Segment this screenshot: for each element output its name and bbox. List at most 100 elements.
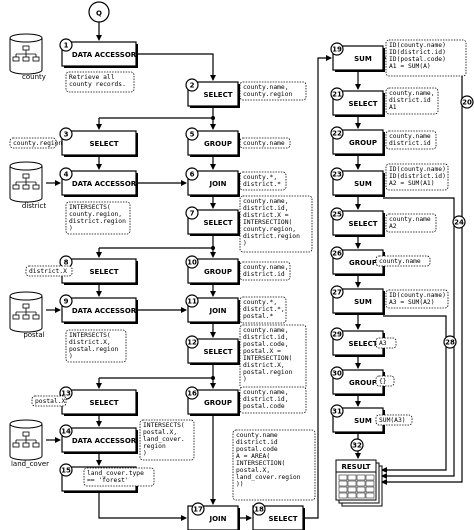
annotation-line: postal.* (243, 313, 274, 320)
svg-text:27: 27 (332, 289, 342, 297)
svg-text:23: 23 (332, 171, 342, 179)
annotation-line: district.*, (243, 306, 285, 313)
annotation-line: district.X, (69, 339, 111, 346)
db-district-label: district (22, 202, 46, 210)
svg-text:31: 31 (332, 408, 342, 416)
step-number-9: 9 (59, 294, 73, 308)
annotation-line: land_cover.type (87, 470, 144, 477)
db-postal-icon (9, 291, 43, 333)
step-number-24: 24 (452, 215, 466, 229)
annotation-n30: {} (375, 375, 395, 387)
step-number-1: 1 (59, 38, 73, 52)
node-22-group: GROUP (332, 129, 385, 156)
node-16-label: GROUP (204, 399, 232, 407)
node-7-label: SELECT (204, 219, 233, 227)
svg-text:4: 4 (64, 171, 69, 179)
step-number-3: 3 (59, 127, 73, 141)
svg-text:18: 18 (254, 506, 264, 514)
node-29-label: SELECT (349, 340, 378, 348)
flow-edge (98, 491, 187, 521)
result-table-icon: RESULT (335, 459, 383, 507)
annotation-line: district.id, (243, 205, 289, 212)
annotation-n9: INTERSECTS( district.X, postal.region ) (65, 329, 127, 363)
start-symbol: Q (96, 10, 102, 18)
node-18-label: SELECT (269, 515, 298, 523)
svg-text:9: 9 (64, 298, 69, 306)
annotation-n31: SUM(A3) (375, 414, 413, 426)
annotation-line: county.*, (243, 299, 277, 306)
step-number-29: 29 (330, 327, 344, 341)
annotation-line: county.*, (243, 174, 277, 181)
node-23-sum: SUM (332, 170, 385, 197)
node-31-label: SUM (354, 417, 372, 425)
node-7-select: SELECT (187, 209, 240, 236)
edge-28 (381, 315, 447, 473)
annotation-line: INTERSECTION( (243, 355, 292, 362)
annotation-n16: county.name,district.id,postal.code (239, 386, 307, 414)
annotation-line: postal.code (236, 446, 278, 453)
annotation-line: postal.region (243, 369, 292, 376)
annotation-line: district.id (243, 271, 285, 278)
svg-text:24: 24 (454, 219, 464, 227)
annotation-n7: county.name,district.id,district.X = INT… (239, 195, 313, 253)
annotation-n6: county.*,district.* (239, 171, 287, 191)
node-30-label: GROUP (349, 379, 377, 387)
node-13-select: SELECT (61, 389, 138, 416)
step-number-12: 12 (185, 335, 199, 349)
step-number-5: 5 (185, 127, 199, 141)
annotation-n2: county.name,county.region (239, 81, 307, 101)
annotation-n4: INTERSECTS( county.region, district.regi… (65, 201, 131, 235)
annotation-line: ID(postal.code) (389, 56, 446, 63)
annotation-line: postal.X (35, 398, 66, 405)
result-label: RESULT (342, 463, 371, 471)
node-23-label: SUM (354, 180, 372, 188)
node-9-label: DATA ACCESSOR (72, 307, 137, 315)
annotation-line: county.region, (69, 211, 122, 218)
annotation-line: district.id (389, 97, 431, 104)
annotation-line: land_cover.region (236, 474, 301, 481)
svg-text:10: 10 (187, 259, 197, 267)
annotation-line: A3 = SUM(A2) (389, 299, 435, 306)
annotation-line: postal.X, (143, 429, 177, 436)
annotation-line: ID(county.name) (389, 166, 446, 173)
node-27-label: SUM (354, 298, 372, 306)
step-number-25: 25 (330, 207, 344, 221)
node-14-data-accessor: DATA ACCESSOR (61, 427, 138, 454)
annotation-n11: county.*,district.*,postal.* (239, 296, 287, 324)
annotation-line: A2 (389, 223, 397, 230)
step-number-23: 23 (330, 167, 344, 181)
annotation-line: postal.region (69, 346, 118, 353)
svg-text:21: 21 (332, 91, 342, 99)
annotation-n15: land_cover.type == 'forest' (83, 467, 155, 487)
step-number-6: 6 (185, 167, 199, 181)
node-10-label: GROUP (204, 268, 232, 276)
annotation-line: county.name, (243, 84, 289, 91)
node-3-select: SELECT (61, 130, 138, 157)
annotation-line: county records. (69, 81, 126, 88)
step-number-7: 7 (185, 206, 199, 220)
annotation-n27: ID(county.name)A3 = SUM(A2) (385, 289, 449, 309)
step-number-14: 14 (59, 424, 73, 438)
annotation-line: county.region, (243, 226, 296, 233)
nodes: Q DATA ACCESSOR SELECT SELECT DATA ACCESSOR G… (59, 1, 474, 530)
annotation-line: county.region (13, 140, 62, 147)
annotation-line: county.name (389, 133, 431, 140)
annotation-line: land_cover. (143, 436, 185, 443)
edge-24 (381, 197, 455, 479)
annotation-line: == 'forest' (87, 477, 129, 484)
step-number-16: 16 (185, 386, 199, 400)
annotation-n8: district.X (25, 265, 73, 277)
step-number-4: 4 (59, 167, 73, 181)
annotation-line: district.region (243, 233, 300, 240)
node-26-label: GROUP (349, 259, 377, 267)
annotation-line: region (143, 443, 166, 450)
svg-text:15: 15 (61, 467, 71, 475)
svg-text:7: 7 (190, 210, 195, 218)
svg-text:25: 25 (332, 211, 342, 219)
